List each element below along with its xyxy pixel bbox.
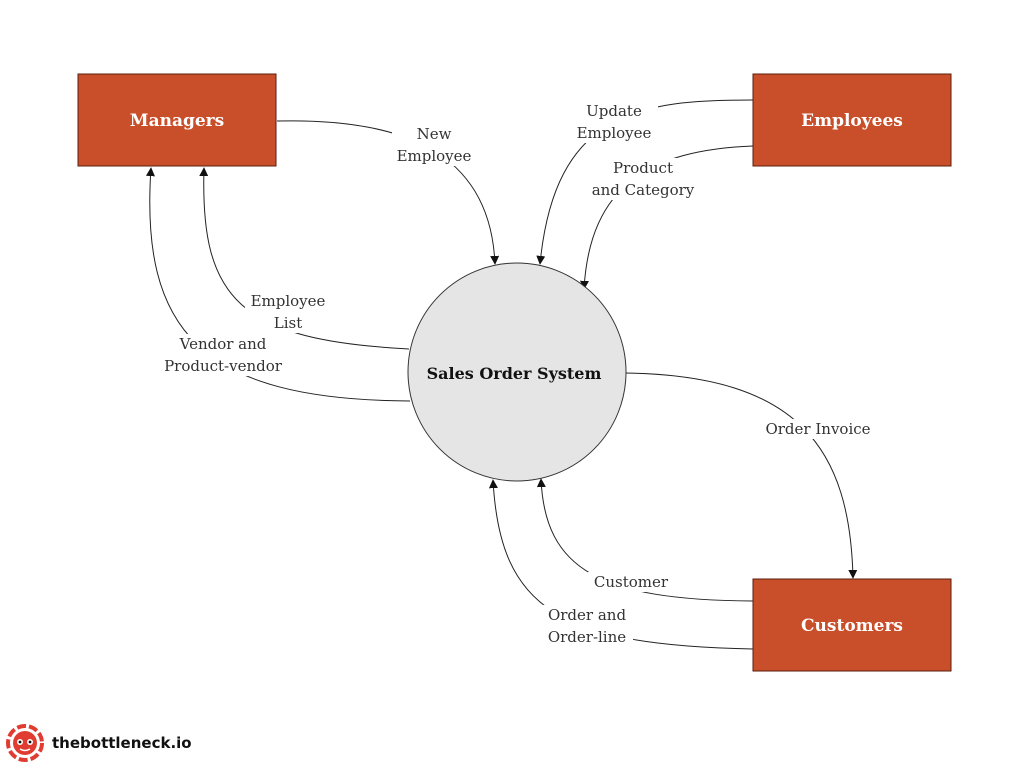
label-new-employee: New Employee [392, 124, 476, 166]
label-product-category-line1: Product [613, 159, 673, 177]
process-sales-order-system: Sales Order System [407, 262, 627, 482]
label-product-category-line2: and Category [592, 181, 695, 199]
brand-name: thebottleneck.io [52, 734, 192, 752]
data-flow-diagram: Managers Employees Customers Sales Order… [77, 73, 952, 672]
label-order-line-line1: Order and [548, 606, 626, 624]
label-order-invoice-line1: Order Invoice [765, 420, 870, 438]
label-new-employee-line2: Employee [397, 147, 472, 165]
label-vendor-product: Vendor and Product-vendor [156, 334, 292, 376]
label-update-employee: Update Employee [572, 101, 658, 143]
flow-employee-list [199, 167, 410, 350]
label-employee-list: Employee List [245, 291, 331, 333]
brand-watermark: thebottleneck.io [4, 722, 192, 764]
entity-customers: Customers [752, 578, 952, 672]
bottleneck-logo-icon [6, 724, 44, 762]
label-customer-line1: Customer [594, 573, 669, 591]
label-employee-list-line1: Employee [251, 292, 326, 310]
label-customer: Customer [588, 572, 674, 592]
label-order-line-line2: Order-line [548, 628, 626, 646]
label-product-category: Product and Category [588, 158, 700, 200]
label-vendor-product-line1: Vendor and [179, 335, 267, 353]
entity-managers: Managers [77, 73, 277, 167]
flow-order-invoice [624, 372, 858, 579]
label-employee-list-line2: List [274, 314, 302, 332]
entity-employees-label: Employees [801, 111, 903, 131]
entity-managers-label: Managers [130, 111, 224, 131]
label-order-invoice: Order Invoice [758, 419, 878, 439]
label-new-employee-line1: New [417, 125, 452, 143]
entity-customers-label: Customers [801, 616, 903, 636]
label-order-line: Order and Order-line [541, 605, 633, 647]
entity-employees: Employees [752, 73, 952, 167]
label-update-employee-line2: Employee [577, 124, 652, 142]
label-update-employee-line1: Update [586, 102, 642, 120]
process-label: Sales Order System [427, 364, 602, 383]
label-vendor-product-line2: Product-vendor [164, 357, 283, 375]
